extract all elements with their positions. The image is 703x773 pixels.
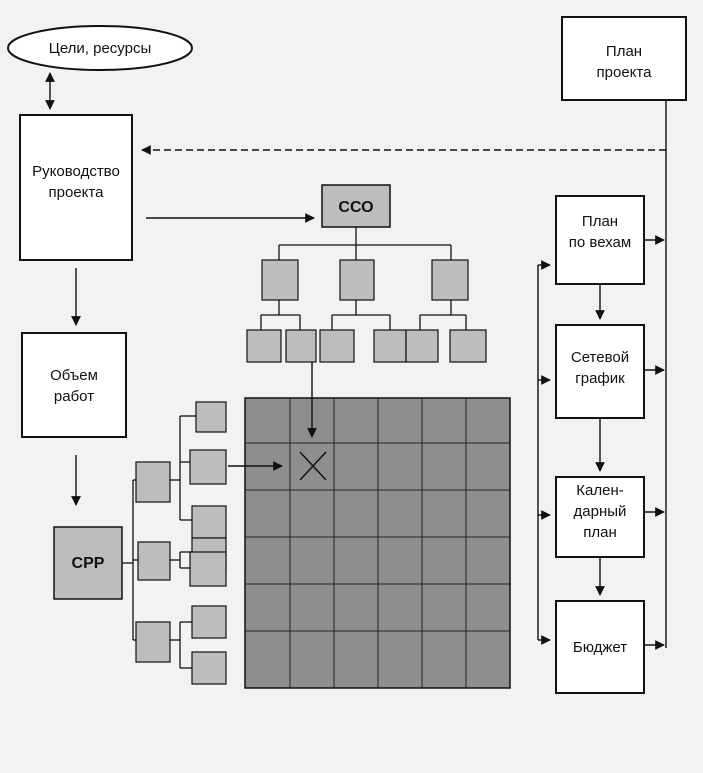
srr-level2-box	[191, 605, 227, 639]
budget-label: Бюджет	[573, 639, 627, 656]
sso-level1-box	[261, 259, 299, 301]
connectors	[45, 72, 667, 650]
calendar-plan-label-1: Кален-	[576, 482, 623, 499]
sso-level2-box	[246, 329, 282, 363]
project-plan-label-2: проекта	[597, 64, 653, 81]
sso-tree	[260, 227, 467, 330]
project-plan-node: План проекта	[561, 16, 687, 101]
goals-resources-node: Цели, ресурсы	[7, 25, 193, 71]
srr-level2-box	[189, 449, 227, 485]
calendar-plan-label-3: план	[583, 524, 617, 541]
budget-node: Бюджет	[555, 600, 645, 694]
srr-level1-box	[135, 461, 171, 503]
srr-label: СРР	[72, 555, 105, 572]
work-scope-label-2: работ	[54, 388, 94, 405]
srr-level2-box	[191, 651, 227, 685]
srr-tree	[122, 415, 196, 669]
srr-level2-box	[195, 401, 227, 433]
goals-resources-label: Цели, ресурсы	[49, 40, 152, 57]
sso-level2-box	[449, 329, 487, 363]
responsibility-matrix	[244, 397, 511, 689]
sso-level2-box	[319, 329, 355, 363]
srr-level2-box	[189, 551, 227, 587]
intersection-cross-icon	[299, 451, 327, 481]
sso-tree-boxes	[246, 259, 487, 363]
srr-tree-boxes	[135, 401, 227, 685]
srr-level1-box	[137, 541, 171, 581]
milestone-plan-label-2: по вехам	[569, 234, 631, 251]
work-scope-label-1: Объем	[50, 367, 98, 384]
srr-level2-box	[191, 505, 227, 539]
srr-node: СРР	[53, 526, 123, 600]
calendar-plan-node: Кален- дарный план	[555, 476, 645, 558]
sso-level1-box	[339, 259, 375, 301]
project-management-label-1: Руководство	[32, 163, 120, 180]
project-management-label-2: проекта	[49, 184, 105, 201]
network-schedule-label-1: Сетевой	[571, 349, 629, 366]
sso-label: ССО	[338, 199, 373, 216]
milestone-plan-node: План по вехам	[555, 195, 645, 285]
project-plan-label-1: План	[606, 43, 642, 60]
srr-level1-box	[135, 621, 171, 663]
sso-level2-box	[373, 329, 407, 363]
work-scope-node: Объем работ	[21, 332, 127, 438]
calendar-plan-label-2: дарный	[574, 503, 627, 520]
sso-level1-box	[431, 259, 469, 301]
milestone-plan-label-1: План	[582, 213, 618, 230]
network-schedule-node: Сетевой график	[555, 324, 645, 419]
sso-level2-box	[285, 329, 317, 363]
project-management-node: Руководство проекта	[19, 114, 133, 261]
network-schedule-label-2: график	[575, 370, 625, 387]
sso-level2-box	[405, 329, 439, 363]
sso-node: ССО	[321, 184, 391, 228]
